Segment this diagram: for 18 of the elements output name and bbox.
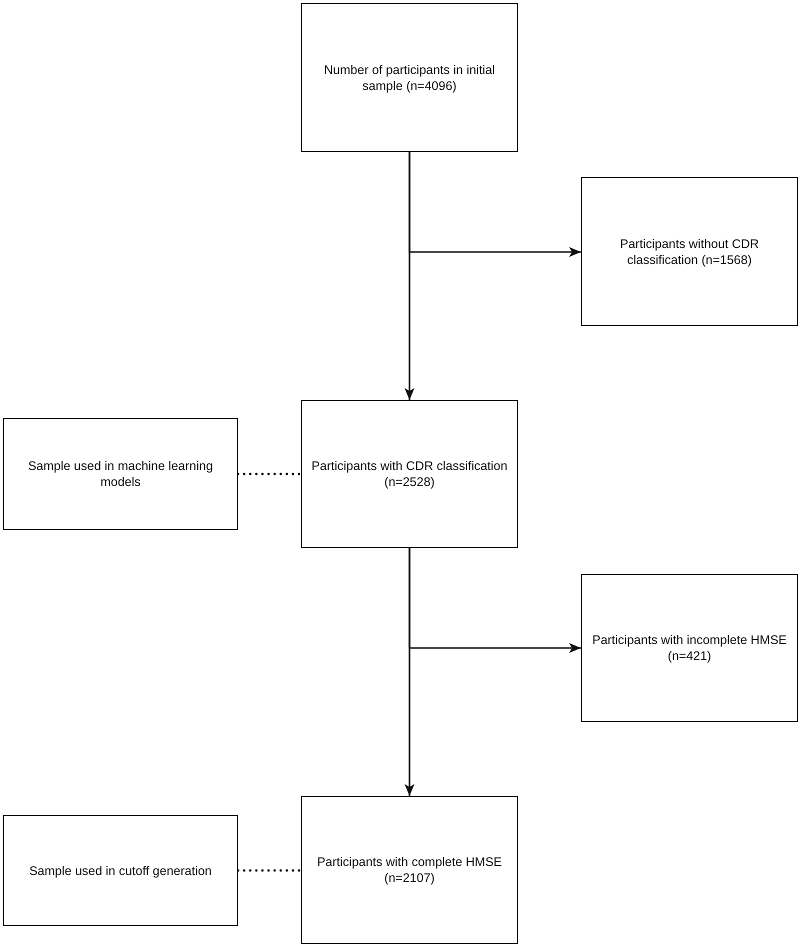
process-box	[581, 177, 798, 326]
dotted-connector	[236, 472, 302, 476]
process-box	[301, 3, 518, 152]
arrow	[408, 152, 581, 257]
process-box	[3, 815, 238, 926]
process-box	[301, 400, 518, 548]
box-text: Participants with incomplete HMSE (n=421)	[591, 632, 788, 664]
process-box	[581, 574, 798, 722]
box-text: Sample used in cutoff generation	[29, 862, 212, 878]
box-text: Sample used in machine learning models	[27, 458, 214, 490]
process-box	[301, 796, 518, 944]
arrow	[408, 548, 581, 653]
process-box	[3, 418, 238, 530]
box-text: Participants with complete HMSE (n=2107)	[316, 854, 503, 886]
box-text: Participants with CDR classification (n=2528)	[310, 458, 508, 490]
box-text: Participants without CDR classification (n=1568)	[619, 236, 760, 268]
dotted-connector	[236, 869, 302, 872]
box-text: Number of participants in initial sample (n=4096)	[323, 62, 496, 94]
